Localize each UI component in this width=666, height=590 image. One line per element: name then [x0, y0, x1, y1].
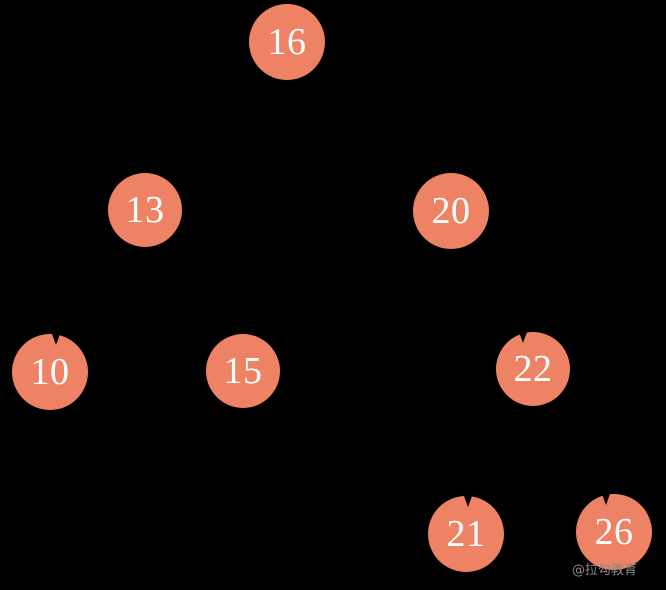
tree-node-label: 15	[223, 350, 263, 392]
tree-node-label: 10	[30, 351, 70, 393]
tree-node-13[interactable]: 13	[108, 173, 182, 247]
tree-node-20[interactable]: 20	[413, 173, 489, 249]
edge-notch	[519, 332, 527, 343]
tree-node-16[interactable]: 16	[249, 4, 325, 80]
edge-notch	[602, 494, 610, 505]
tree-node-21[interactable]: 21	[428, 496, 504, 572]
tree-node-label: 22	[513, 348, 553, 390]
edge-notch	[464, 496, 472, 507]
tree-node-label: 16	[267, 21, 307, 63]
tree-node-10[interactable]: 10	[12, 334, 88, 410]
tree-node-label: 21	[446, 513, 486, 555]
tree-node-label: 13	[125, 189, 165, 231]
tree-node-label: 20	[431, 190, 471, 232]
tree-node-26[interactable]: 26	[576, 494, 652, 570]
tree-node-label: 26	[594, 511, 634, 553]
watermark-label: @拉勾教育	[572, 563, 638, 578]
tree-node-15[interactable]: 15	[206, 334, 280, 408]
edge-notch	[52, 334, 60, 345]
tree-node-22[interactable]: 22	[496, 332, 570, 406]
